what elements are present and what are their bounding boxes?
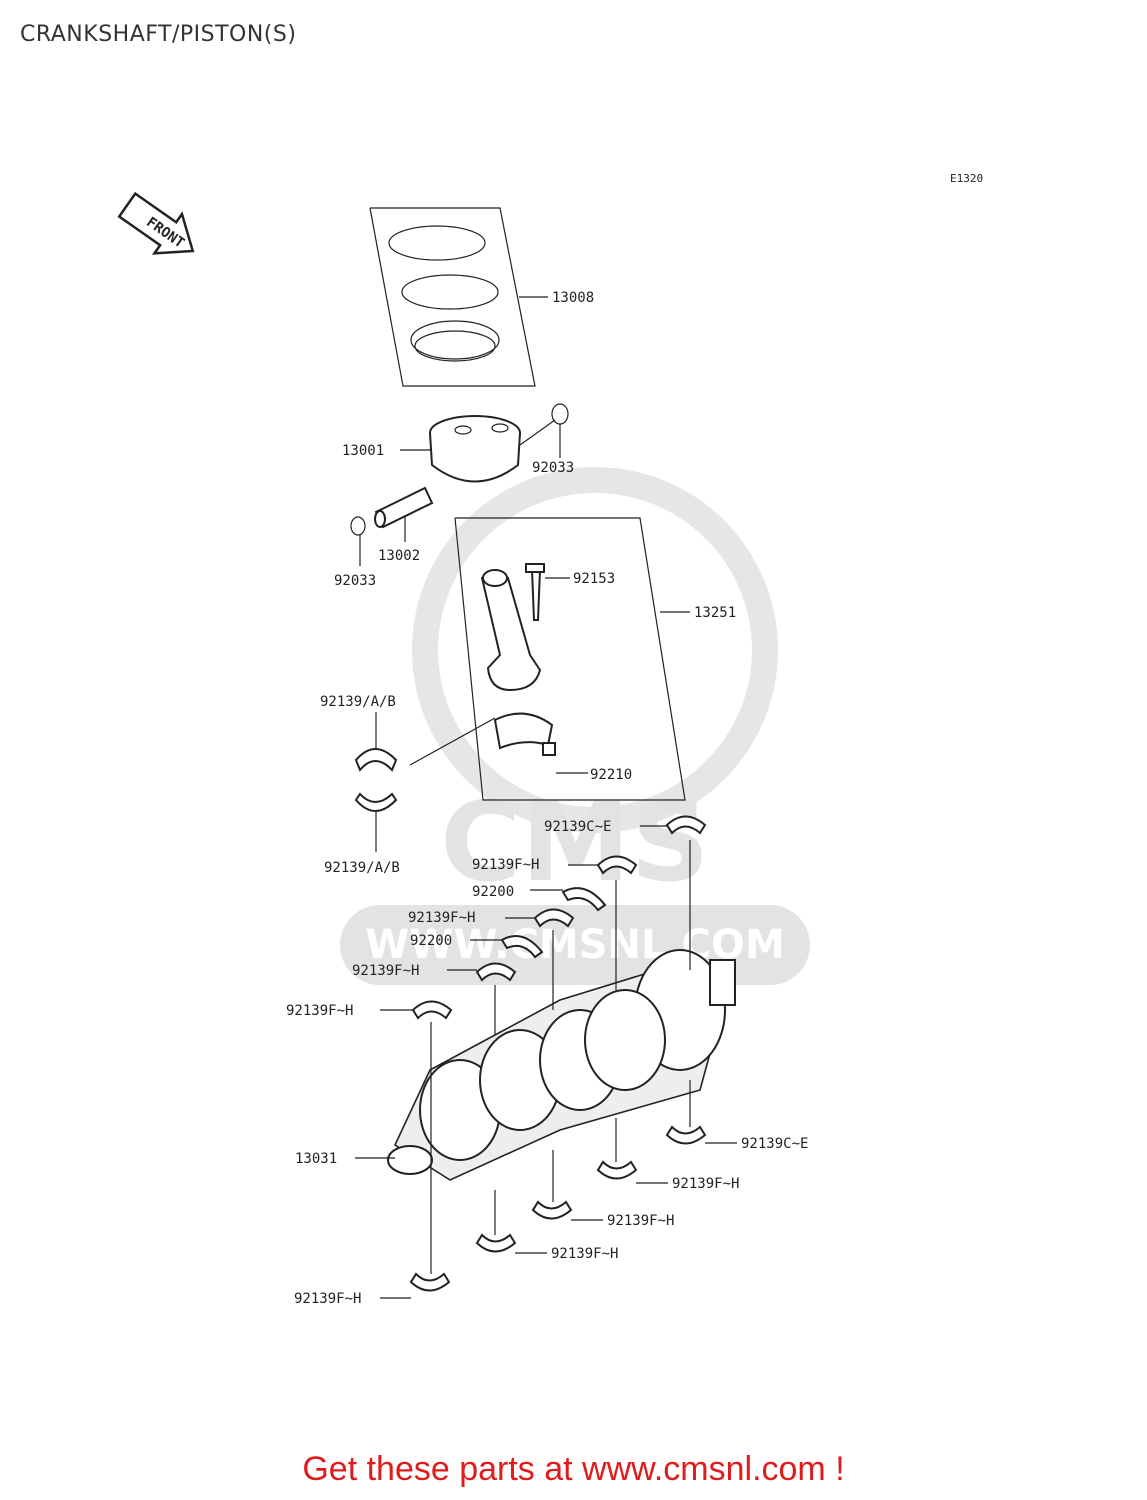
callout-92139fh-8[interactable]: 92139F~H — [294, 1291, 361, 1307]
callout-labels: 13008 13001 92033 13002 92033 92153 1325… — [286, 290, 808, 1307]
callout-92139fh-3[interactable]: 92139F~H — [352, 963, 419, 979]
circlip-left — [350, 516, 366, 536]
callout-92139fh-5[interactable]: 92139F~H — [672, 1176, 739, 1192]
callout-92200-2[interactable]: 92200 — [410, 933, 452, 949]
callout-92139ab-bottom[interactable]: 92139/A/B — [324, 860, 400, 876]
leader-lines — [355, 296, 737, 1299]
callout-13001[interactable]: 13001 — [342, 443, 384, 459]
piston — [429, 415, 521, 483]
piston-pin — [374, 486, 434, 529]
main-bearings-bottom — [409, 1125, 707, 1292]
piston-ring-set — [369, 207, 536, 387]
main-bearings-top — [411, 815, 707, 1020]
callout-13031[interactable]: 13031 — [295, 1151, 337, 1167]
conrod-bearing-lower — [354, 792, 398, 812]
diagram-code: E1320 — [950, 172, 984, 185]
callout-92139fh-7[interactable]: 92139F~H — [551, 1246, 618, 1262]
callout-92210[interactable]: 92210 — [590, 767, 632, 783]
connecting-rod-assembly — [454, 517, 686, 801]
callout-92139fh-4[interactable]: 92139F~H — [286, 1003, 353, 1019]
callout-92033-left[interactable]: 92033 — [334, 573, 376, 589]
callout-92139ce-top[interactable]: 92139C~E — [544, 819, 611, 835]
promo-suffix: ! — [825, 1450, 845, 1488]
page-title: CRANKSHAFT/PISTON(S) — [20, 22, 297, 47]
callout-92139ab-top[interactable]: 92139/A/B — [320, 694, 396, 710]
callout-13002[interactable]: 13002 — [378, 548, 420, 564]
promo-link[interactable]: www.cmsnl.com — [582, 1450, 826, 1488]
footer-promo: Get these parts at www.cmsnl.com ! — [0, 1450, 1147, 1489]
crankshaft — [387, 949, 736, 1181]
callout-92139fh-1[interactable]: 92139F~H — [472, 857, 539, 873]
callout-92139ce-bottom[interactable]: 92139C~E — [741, 1136, 808, 1152]
exploded-view-diagram: CMS WWW.CMSNL.COM FRONT — [117, 191, 810, 1307]
callout-92033-right[interactable]: 92033 — [532, 460, 574, 476]
callout-92200-1[interactable]: 92200 — [472, 884, 514, 900]
callout-92139fh-2[interactable]: 92139F~H — [408, 910, 475, 926]
promo-prefix: Get these parts at — [302, 1450, 583, 1488]
callout-92139fh-6[interactable]: 92139F~H — [607, 1213, 674, 1229]
callout-92153[interactable]: 92153 — [573, 571, 615, 587]
callout-13251[interactable]: 13251 — [694, 605, 736, 621]
watermark-ring — [412, 467, 778, 833]
callout-13008[interactable]: 13008 — [552, 290, 594, 306]
watermark-logo-text: CMS — [440, 778, 709, 906]
conrod-bearing-upper — [354, 748, 398, 772]
front-arrow-icon: FRONT — [117, 191, 195, 255]
